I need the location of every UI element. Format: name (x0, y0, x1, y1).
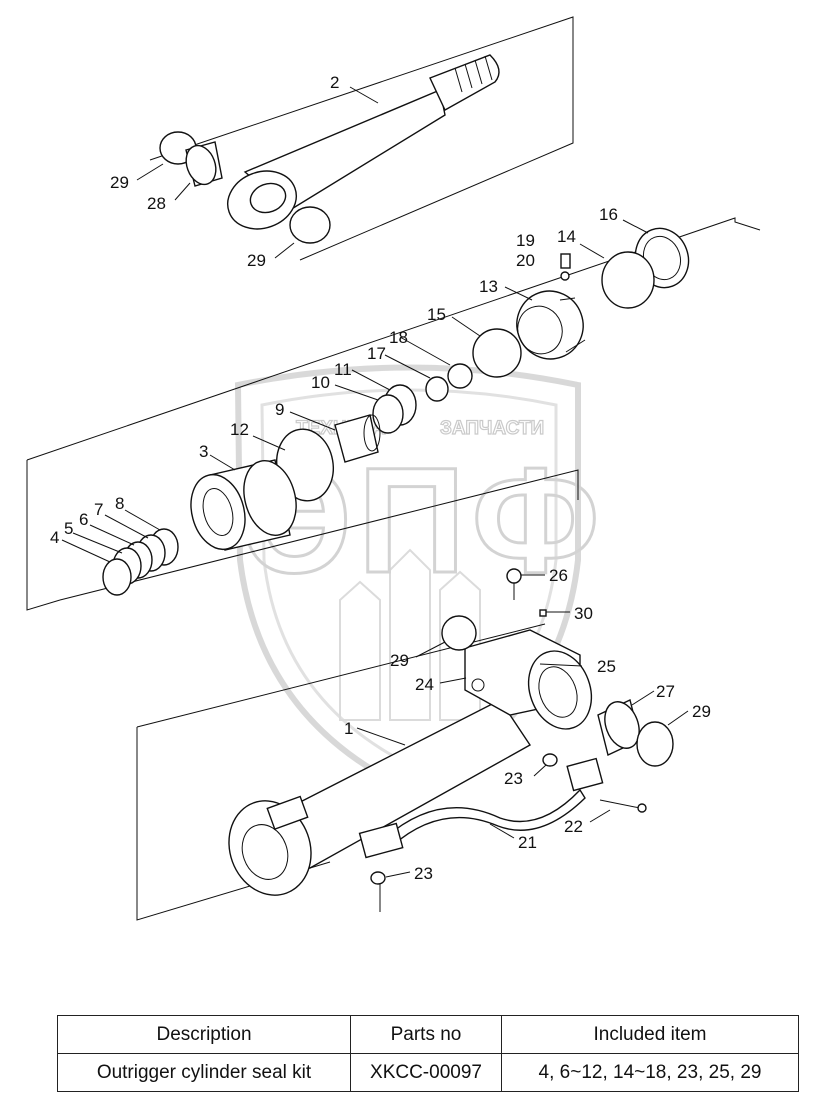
callout-7: 7 (94, 500, 103, 519)
wear-ring-14 (601, 251, 655, 309)
callout-25: 25 (597, 657, 616, 676)
ring-29b (289, 206, 331, 244)
callout-11: 11 (334, 360, 352, 379)
callout-29-right: 29 (692, 702, 711, 721)
header-parts-no: Parts no (350, 1015, 502, 1054)
callout-10: 10 (311, 373, 330, 392)
bushing-28 (185, 141, 223, 187)
o-ring-29c (441, 615, 477, 651)
piston-13 (516, 290, 586, 360)
watermark-right-text: ЗАПЧАСТИ (440, 418, 544, 439)
callout-17: 17 (367, 344, 386, 363)
o-ring-23a (542, 753, 558, 767)
bolt-22 (599, 799, 647, 813)
callout-20: 20 (516, 251, 535, 270)
table-row: Outrigger cylinder seal kit XKCC-00097 4… (57, 1053, 799, 1092)
callout-3: 3 (199, 442, 208, 461)
callout-19: 19 (516, 231, 535, 250)
o-ring-23b (370, 871, 386, 885)
seal-15 (472, 328, 522, 378)
callout-21: 21 (518, 833, 537, 852)
bolt-26-head (506, 568, 522, 584)
ball-20 (560, 271, 570, 281)
callout-24: 24 (415, 675, 434, 694)
callout-26: 26 (549, 566, 568, 585)
bushing-27 (597, 699, 641, 756)
callout-29-top: 29 (110, 173, 129, 192)
callout-18: 18 (389, 328, 408, 347)
header-included-item: Included item (501, 1015, 799, 1054)
callout-6: 6 (79, 510, 88, 529)
callout-22: 22 (564, 817, 583, 836)
seal-kit-table: Description Parts no Included item Outri… (57, 1015, 799, 1092)
callout-2: 2 (330, 73, 339, 92)
ring-17 (425, 376, 449, 402)
exploded-parts-diagram: ЭПФ ТЕХНИКА ЗАПЧАСТИ (26, 16, 761, 921)
cell-included-item: 4, 6~12, 14~18, 23, 25, 29 (501, 1053, 799, 1092)
callout-28: 28 (147, 194, 166, 213)
callout-9: 9 (275, 400, 284, 419)
callout-1: 1 (344, 719, 353, 738)
frame-lines (26, 16, 761, 921)
callout-4: 4 (50, 528, 59, 547)
cell-parts-no: XKCC-00097 (350, 1053, 502, 1092)
cylinder-tube-1 (228, 629, 593, 896)
seal-rings-4-8 (102, 528, 179, 596)
callout-15: 15 (427, 305, 446, 324)
callout-23-lower: 23 (414, 864, 433, 883)
callout-29-mid: 29 (247, 251, 266, 270)
set-screw-19 (560, 253, 571, 269)
ring-18 (447, 363, 473, 389)
callout-14: 14 (557, 227, 576, 246)
callout-30: 30 (574, 604, 593, 623)
piston-rod-part (227, 54, 500, 230)
callout-13: 13 (479, 277, 498, 296)
gland-3 (190, 459, 297, 551)
plug-30 (539, 609, 547, 617)
backup-ring-10 (372, 394, 404, 434)
callout-16: 16 (599, 205, 618, 224)
ring-29d (636, 721, 674, 767)
bushing-9 (334, 414, 381, 463)
cell-description: Outrigger cylinder seal kit (57, 1053, 351, 1092)
table-header-row: Description Parts no Included item (57, 1015, 799, 1054)
callout-labels: 2 29 28 29 16 19 14 20 13 15 18 17 11 10… (50, 73, 711, 883)
header-description: Description (57, 1015, 351, 1054)
leader-lines (61, 86, 689, 878)
callout-23-upper: 23 (504, 769, 523, 788)
callout-27: 27 (656, 682, 675, 701)
pipe-21 (358, 757, 604, 859)
callout-5: 5 (64, 519, 73, 538)
callout-12: 12 (230, 420, 249, 439)
callout-29-lower: 29 (390, 651, 409, 670)
callout-8: 8 (115, 494, 124, 513)
